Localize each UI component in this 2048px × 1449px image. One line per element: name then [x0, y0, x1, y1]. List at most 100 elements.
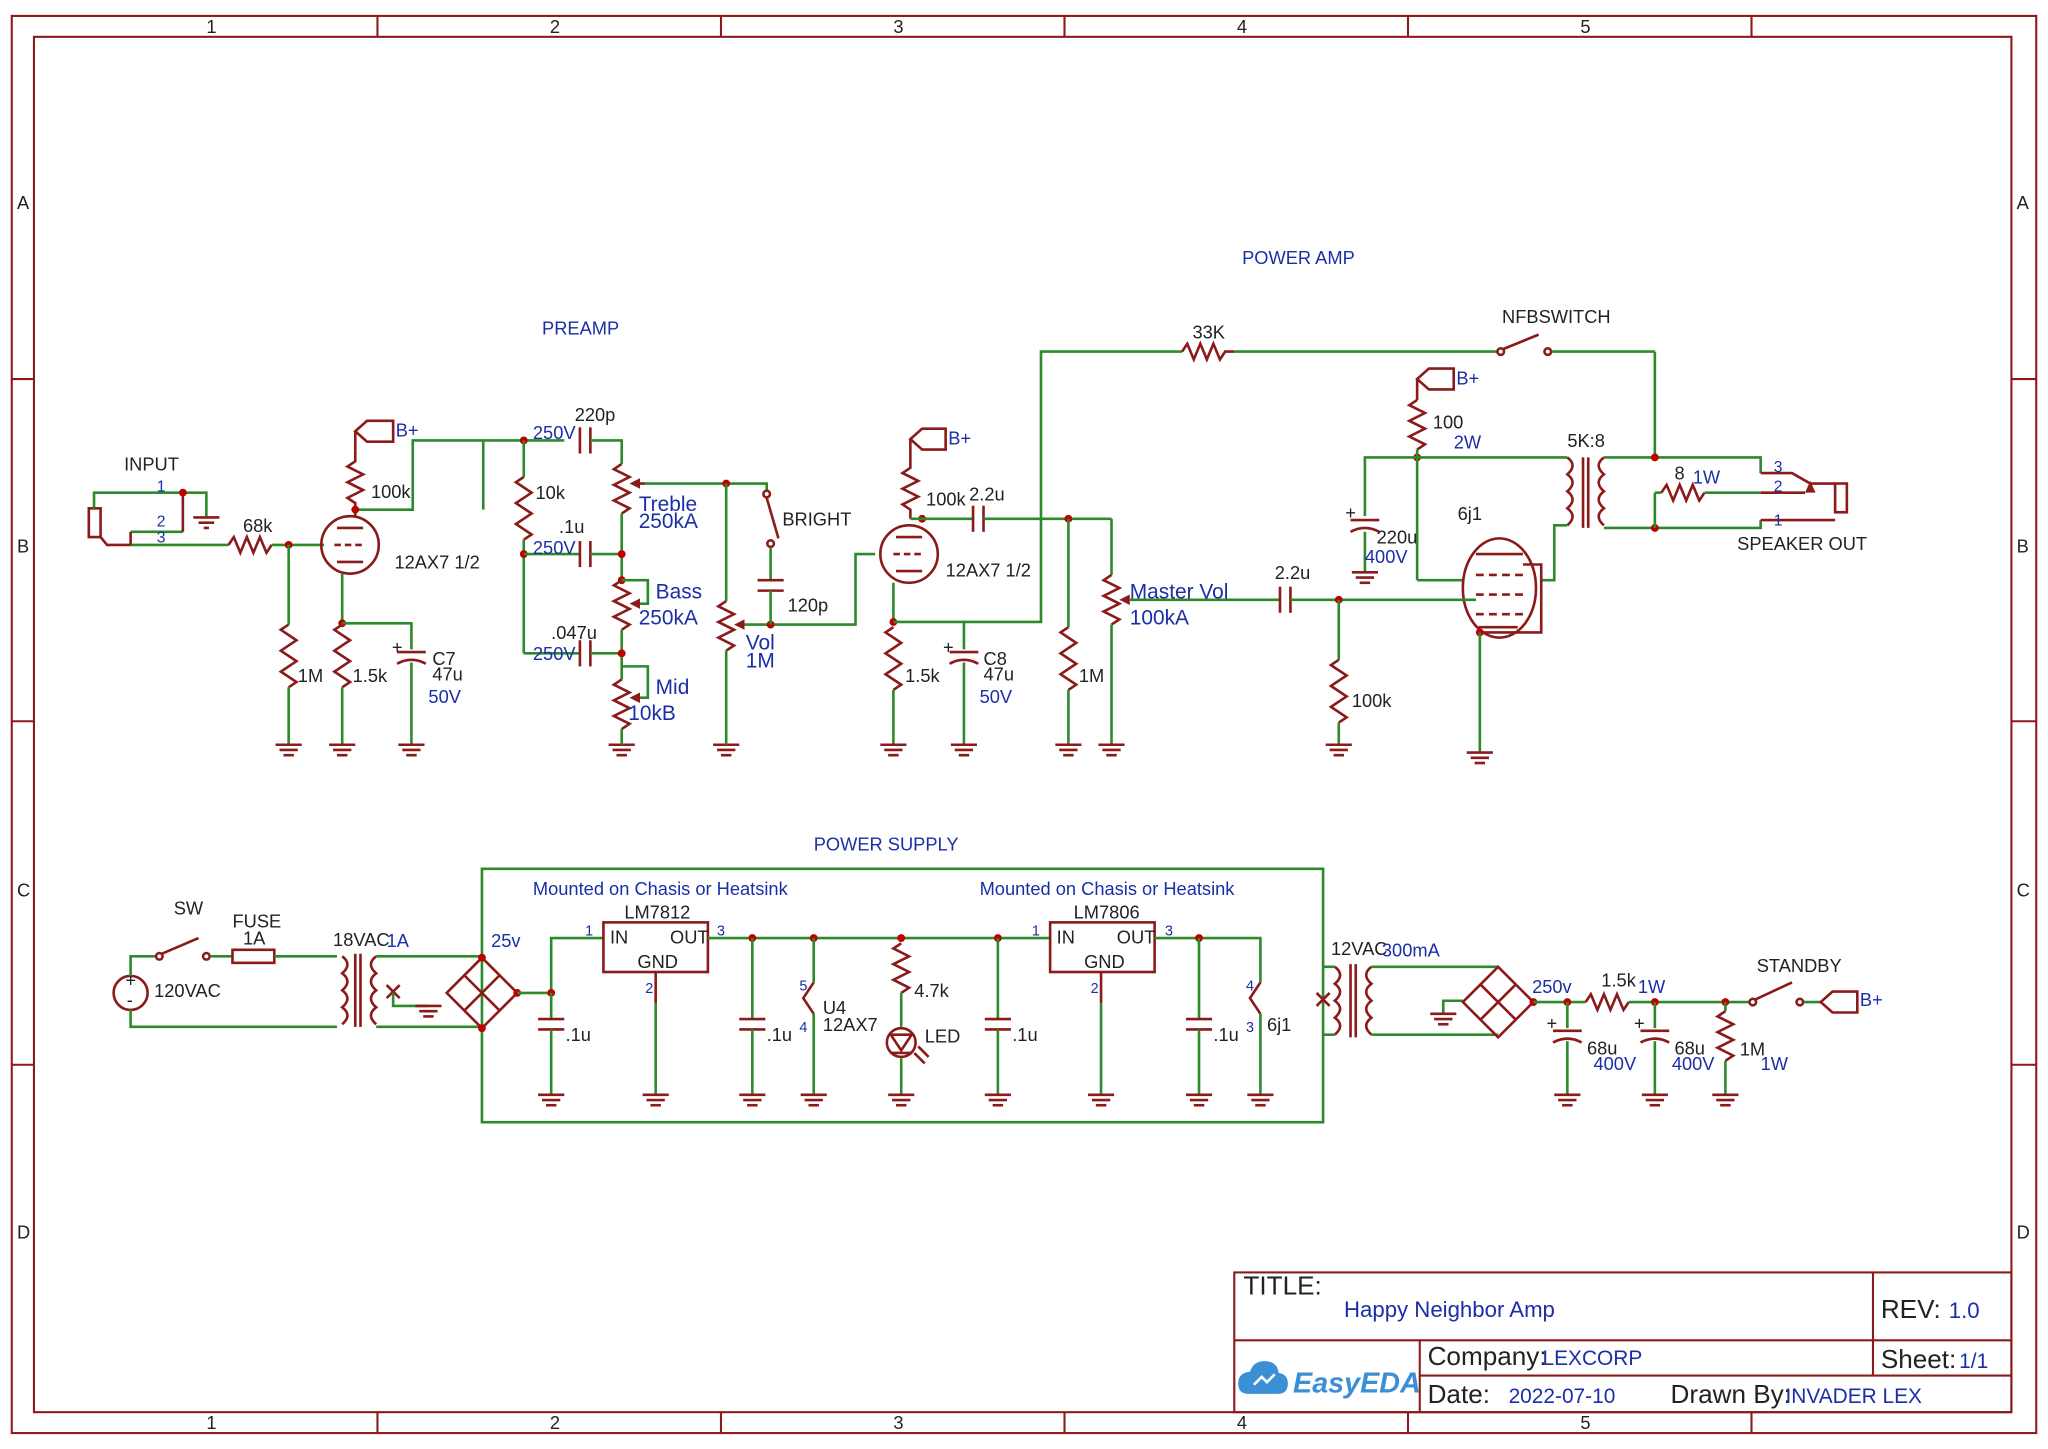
minus-mark: - [127, 989, 133, 1010]
v250-label: 250V [533, 422, 576, 443]
sw-label: SW [174, 898, 204, 919]
plus-mark: + [1345, 502, 1356, 523]
grid-labels: 1 2 3 4 5 1 2 3 4 5 A B C D A B C D [17, 16, 2030, 1433]
r1m-label: 1M [1079, 665, 1104, 686]
v250-label: 250V [533, 643, 576, 664]
preamp-circuit: INPUT 1 2 3 68k 1M 12AX7 1/2 100k B+ [87, 404, 876, 757]
mount-note: Mounted on Chasis or Heatsink [980, 878, 1236, 899]
pin-label: 3 [717, 923, 725, 939]
row-label: D [17, 1221, 30, 1242]
plus-mark: + [1634, 1012, 1645, 1033]
nfb-label: NFBSWITCH [1502, 306, 1611, 327]
title-label: TITLE: [1243, 1271, 1321, 1301]
ground-symbols-preamp [275, 743, 740, 757]
pin-label: 4 [1246, 978, 1254, 994]
v25-label: 25v [491, 930, 521, 951]
row-label: B [2017, 536, 2029, 557]
row-label: C [17, 879, 30, 900]
r1k5-label: 1.5k [905, 665, 940, 686]
pin-label: 2 [157, 514, 166, 531]
section-power-supply: POWER SUPPLY [814, 834, 959, 855]
v250v-label: 250v [1532, 976, 1572, 997]
section-preamp: PREAMP [542, 318, 619, 339]
vol-label: Vol [746, 631, 775, 654]
row-label: C [2017, 879, 2030, 900]
sheet-frame [10, 14, 2038, 1435]
vol-value: 1M [746, 650, 775, 673]
c047u-label: .047u [551, 622, 597, 643]
t18-label: 18VAC [333, 929, 390, 950]
col-label: 4 [1237, 1412, 1247, 1433]
c8-voltage: 50V [980, 686, 1013, 707]
pin-label: 3 [1246, 1020, 1254, 1036]
bass-value: 250kA [639, 607, 698, 630]
r100k-label: 100k [371, 481, 411, 502]
tube2-label: 12AX7 1/2 [946, 559, 1031, 580]
speaker-label: SPEAKER OUT [1737, 533, 1867, 554]
plus-mark: + [392, 636, 403, 657]
reg-gnd: GND [1084, 951, 1125, 972]
rev-value: 1.0 [1949, 1298, 1980, 1323]
date-label: Date: [1428, 1379, 1490, 1409]
ac-label: 120VAC [154, 980, 221, 1001]
drawn-label: Drawn By: [1671, 1379, 1791, 1409]
drawn-value: INVADER LEX [1785, 1385, 1922, 1408]
plus-mark: + [125, 969, 136, 990]
pin-label: 4 [799, 1020, 807, 1036]
col-label: 4 [1237, 16, 1247, 37]
drawing-title: Happy Neighbor Amp [1344, 1297, 1555, 1322]
v250-label: 250V [533, 537, 576, 558]
heater-label: 6j1 [1267, 1014, 1291, 1035]
r1m-label: 1M [298, 665, 323, 686]
u4-label: U4 [823, 997, 846, 1018]
bplus-label: B+ [1456, 367, 1479, 388]
c7-voltage: 50V [428, 686, 461, 707]
c68v-label: 400V [1593, 1053, 1636, 1074]
master-label: Master Vol [1130, 580, 1229, 603]
r100k-label: 100k [926, 489, 966, 510]
pin-label: 2 [645, 981, 653, 997]
row-label: A [2017, 192, 2030, 213]
standby-label: STANDBY [1757, 955, 1842, 976]
r1k5-label: 1.5k [353, 665, 388, 686]
col-label: 2 [550, 16, 560, 37]
col-label: 2 [550, 1412, 560, 1433]
pin-label: 1 [585, 923, 593, 939]
w1-label: 1W [1638, 976, 1666, 997]
plus-mark: + [943, 636, 954, 657]
cap-label: .1u [1012, 1024, 1037, 1045]
c120p-label: 120p [788, 595, 829, 616]
r1k5-label: 1.5k [1601, 969, 1636, 990]
reg-gnd: GND [637, 951, 678, 972]
logo-text: EasyEDA [1293, 1368, 1421, 1400]
reg-out: OUT [670, 926, 709, 947]
c8-label: C8 [984, 648, 1007, 669]
c22u-label: 2.2u [1275, 562, 1311, 583]
c68u-label: 68u [1587, 1037, 1617, 1058]
rev-label: REV: [1881, 1294, 1941, 1324]
cap-label: .1u [767, 1024, 792, 1045]
reg-out: OUT [1117, 926, 1156, 947]
r33k-label: 33K [1192, 322, 1225, 343]
c8-value: 47u [984, 664, 1014, 685]
input-label: INPUT [124, 453, 179, 474]
col-label: 3 [893, 1412, 903, 1433]
c220p-label: 220p [575, 404, 616, 425]
cap-label: .1u [566, 1024, 591, 1045]
pin-label: 1 [1032, 923, 1040, 939]
bass-label: Bass [656, 580, 702, 603]
col-label: 5 [1580, 1412, 1590, 1433]
t12a-label: 300mA [1382, 939, 1441, 960]
mid-label: Mid [656, 676, 690, 699]
pin-label: 2 [1091, 981, 1099, 997]
fuse-label: FUSE [232, 911, 281, 932]
mount-note: Mounted on Chasis or Heatsink [533, 878, 789, 899]
r68k-label: 68k [243, 515, 273, 536]
col-label: 5 [1580, 16, 1590, 37]
pin-label: 3 [1774, 459, 1783, 476]
bright-label: BRIGHT [782, 508, 851, 529]
tube3-label: 6j1 [1458, 503, 1482, 524]
sheet-value: 1/1 [1959, 1350, 1988, 1373]
r10k-label: 10k [536, 482, 566, 503]
